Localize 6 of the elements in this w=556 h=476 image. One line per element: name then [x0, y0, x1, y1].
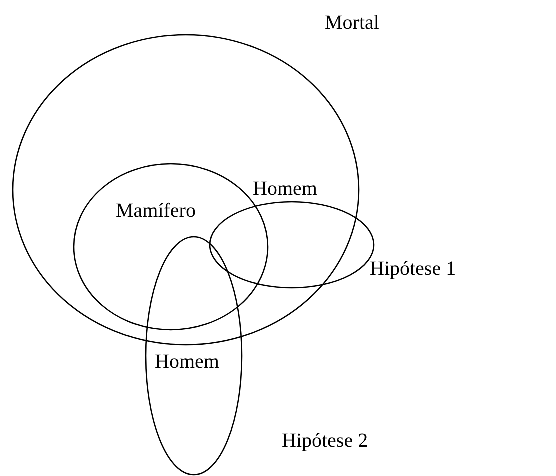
- hypothesis-label: Hipótese 2: [282, 430, 368, 452]
- set-label: Mamífero: [116, 200, 196, 222]
- set-label: Homem: [155, 351, 220, 373]
- set-label: Homem: [253, 178, 318, 200]
- hypothesis-label: Hipótese 1: [370, 258, 456, 280]
- set-label: Mortal: [325, 12, 380, 34]
